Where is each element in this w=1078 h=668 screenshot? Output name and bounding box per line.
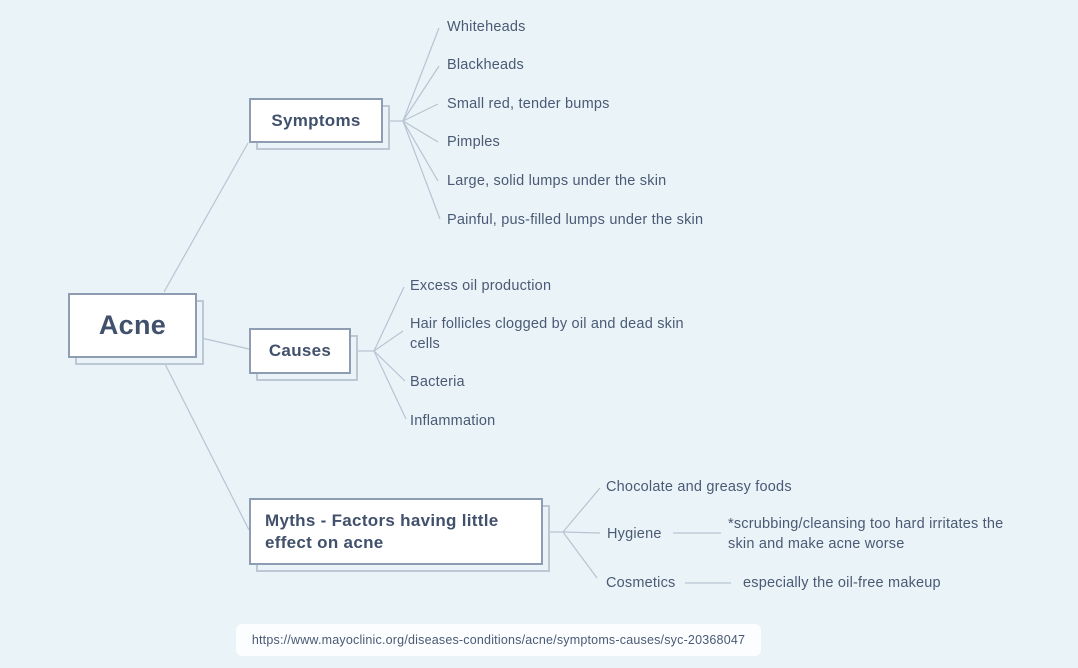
- node-causes[interactable]: Causes: [249, 328, 351, 374]
- leaf-small-red-tender-bumps[interactable]: Small red, tender bumps: [447, 96, 610, 112]
- leaf-hygiene[interactable]: Hygiene: [607, 526, 662, 542]
- leaf-excess-oil-production[interactable]: Excess oil production: [410, 278, 552, 294]
- node-acne[interactable]: Acne: [68, 293, 197, 358]
- leaf-bacteria[interactable]: Bacteria: [410, 374, 465, 390]
- leaf-hygiene-note[interactable]: *scrubbing/cleansing too hard irritates …: [728, 516, 1004, 552]
- leaf-pimples[interactable]: Pimples: [447, 134, 500, 150]
- leaf-large-solid-lumps[interactable]: Large, solid lumps under the skin: [447, 173, 667, 189]
- leaf-cosmetics[interactable]: Cosmetics: [606, 575, 676, 591]
- node-symptoms[interactable]: Symptoms: [249, 98, 383, 143]
- source-url-text: https://www.mayoclinic.org/diseases-cond…: [251, 633, 746, 647]
- leaf-chocolate-greasy-foods[interactable]: Chocolate and greasy foods: [606, 479, 792, 495]
- leaf-hair-follicles-clogged[interactable]: Hair follicles clogged by oil and dead s…: [410, 316, 684, 352]
- leaf-whiteheads[interactable]: Whiteheads: [447, 19, 526, 35]
- leaf-blackheads[interactable]: Blackheads: [447, 57, 524, 73]
- leaf-painful-pus-filled-lumps[interactable]: Painful, pus-filled lumps under the skin: [447, 212, 704, 228]
- leaf-inflammation[interactable]: Inflammation: [410, 413, 496, 429]
- source-url-bar[interactable]: https://www.mayoclinic.org/diseases-cond…: [236, 624, 761, 656]
- node-myths[interactable]: Myths - Factors having little effect on …: [249, 498, 543, 565]
- leaf-cosmetics-note[interactable]: especially the oil-free makeup: [743, 575, 941, 591]
